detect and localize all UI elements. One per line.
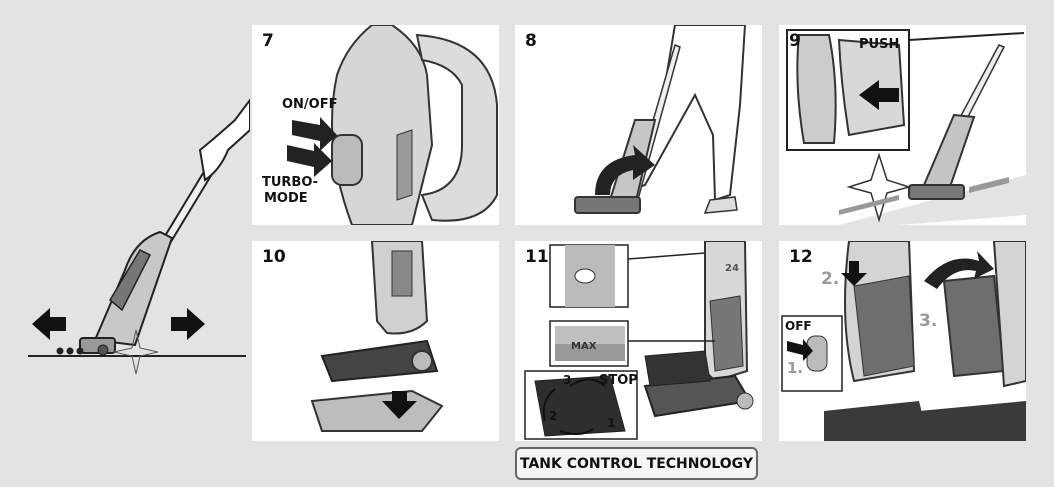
- turbo-label: TURBO-: [262, 175, 319, 190]
- step-number: 11: [525, 247, 549, 267]
- panel-step-8: 8: [515, 25, 762, 225]
- push-label: PUSH: [859, 37, 900, 52]
- on-off-label: ON/OFF: [282, 97, 338, 112]
- off-label: OFF: [785, 319, 812, 333]
- panel-step-7: 7 ON/OFF TURBO- MODE: [252, 25, 499, 225]
- left-illustration: [28, 98, 250, 375]
- mode-label: MODE: [264, 191, 308, 206]
- max-label: MAX: [571, 341, 597, 352]
- step-2-label: 2.: [821, 269, 840, 289]
- arrow-right-icon: [171, 308, 205, 340]
- step-1-label: 1.: [787, 359, 804, 377]
- badge-label: 24: [725, 263, 739, 274]
- step-number: 7: [262, 31, 274, 51]
- step-number: 9: [789, 31, 801, 51]
- panel-step-9: 9 PUSH: [779, 25, 1026, 225]
- tank-control-technology-label: TANK CONTROL TECHNOLOGY: [515, 447, 758, 480]
- step-number: 12: [789, 247, 813, 267]
- stop-label: STOP: [599, 373, 638, 388]
- roller-step-1: 1: [607, 416, 616, 430]
- roller-step-3: 3: [563, 373, 572, 387]
- roller-step-2: 2: [549, 409, 558, 423]
- panel-step-12: 12 OFF 1. 2. 3.: [779, 241, 1026, 441]
- panel-step-10: 10: [252, 241, 499, 441]
- panel-step-11: 11 24 MAX STOP 3 2 1: [515, 241, 762, 441]
- arrow-left-icon: [32, 308, 66, 340]
- step-number: 10: [262, 247, 286, 267]
- step-3-label: 3.: [919, 311, 938, 331]
- step-number: 8: [525, 31, 537, 51]
